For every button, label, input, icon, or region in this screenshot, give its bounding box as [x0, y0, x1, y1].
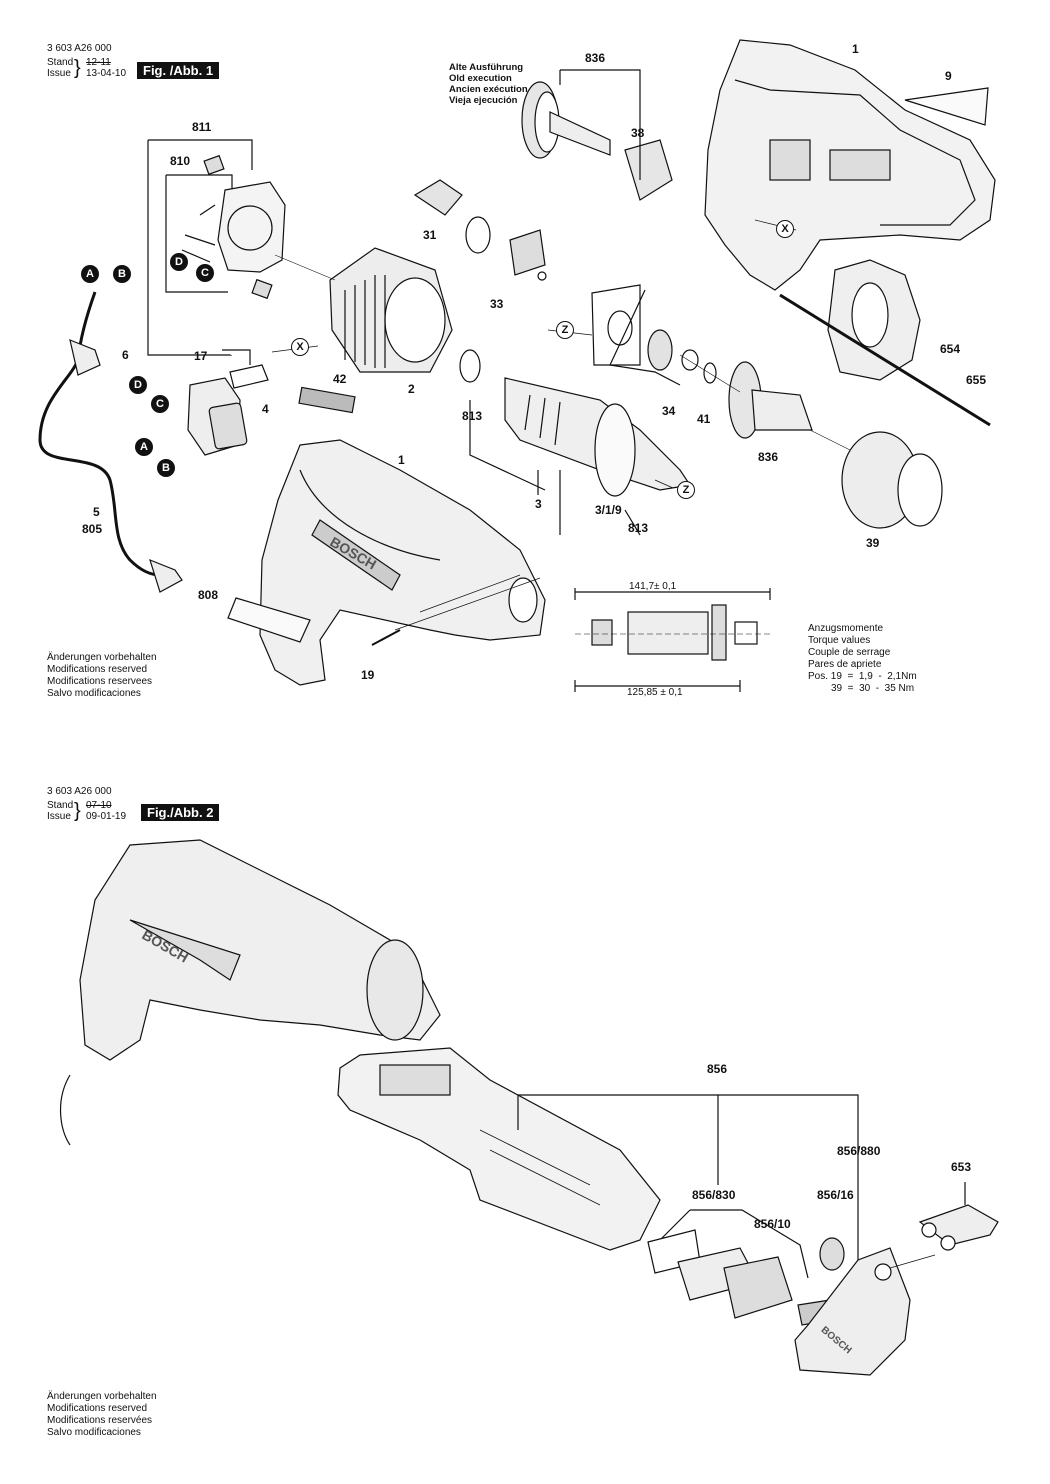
- part-label: 655: [966, 373, 987, 387]
- gear-836-mid-drawing: [728, 361, 813, 439]
- dust-extraction-drawing: [337, 1047, 661, 1251]
- part-label: 2: [408, 382, 415, 396]
- part-label: 4: [262, 402, 269, 416]
- dimension-top: 141,7± 0,1: [629, 581, 677, 592]
- brush-holder-drawing: [181, 154, 286, 300]
- wire-marker-c: C: [196, 264, 214, 282]
- ref-marker-z: Z: [677, 481, 695, 499]
- old-execution-es: Vieja ejecución: [449, 95, 518, 106]
- drill-fig2-drawing: [59, 839, 441, 1146]
- torque-en: Torque values: [808, 635, 871, 646]
- fig2-doc-number: 3 603 A26 000: [47, 786, 112, 797]
- reserved-es: Salvo modificaciones: [47, 688, 141, 699]
- fig1-label: Fig. /Abb. 1: [137, 62, 220, 79]
- part-label: 34: [662, 404, 676, 418]
- part-label: 856/830: [692, 1188, 736, 1202]
- fig1-reserved-note: Änderungen vorbehalten Modifications res…: [47, 652, 157, 700]
- fig1-stand-label: Stand: [47, 57, 74, 68]
- stator-drawing: [329, 247, 453, 373]
- fig1-doc-number: 3 603 A26 000: [47, 43, 112, 54]
- fig1-brace: }: [74, 57, 81, 79]
- torque-es: Pares de apriete: [808, 659, 882, 670]
- part-label: 6: [122, 348, 129, 362]
- fig2-issue-label: Issue: [47, 811, 71, 822]
- wire-marker-c: C: [151, 395, 169, 413]
- fig2-stand-label: Stand: [47, 800, 74, 811]
- reserved-fr: Modifications reservees: [47, 676, 153, 687]
- part-label: 31: [423, 228, 437, 242]
- reserved-en: Modifications reserved: [47, 1403, 148, 1414]
- ref-marker-z: Z: [556, 321, 574, 339]
- fig2-old-date: 07-10: [86, 800, 112, 811]
- old-execution-en: Old execution: [449, 73, 512, 84]
- wire-marker-b: B: [113, 265, 131, 283]
- part-label: 805: [82, 522, 103, 536]
- part-label: 808: [198, 588, 219, 602]
- part-label: 856/880: [837, 1144, 881, 1158]
- part-label: 653: [951, 1160, 972, 1174]
- gear-836-top-drawing: [521, 81, 673, 201]
- part-label: 813: [628, 521, 649, 535]
- part-label: 836: [585, 51, 606, 65]
- fig2-new-date: 09-01-19: [86, 811, 127, 822]
- part-label: 836: [758, 450, 779, 464]
- part-label: 41: [697, 412, 711, 426]
- fig2-label: Fig./Abb. 2: [141, 804, 220, 821]
- ref-marker-x: X: [291, 338, 309, 356]
- wire-marker-a: A: [81, 265, 99, 283]
- reserved-en: Modifications reserved: [47, 664, 148, 675]
- wire-marker-b: B: [157, 459, 175, 477]
- torque-fr: Couple de serrage: [808, 647, 891, 658]
- part-label: 39: [866, 536, 880, 550]
- dimension-bottom: 125,85 ± 0,1: [627, 687, 683, 698]
- torque-row-39: 39 = 30 - 35 Nm: [831, 683, 915, 694]
- drill-body-drawing: [259, 439, 546, 686]
- part-label: 17: [194, 349, 208, 363]
- torque-values: Anzugsmomente Torque values Couple de se…: [808, 623, 917, 695]
- reserved-de: Änderungen vorbehalten: [47, 1391, 157, 1402]
- fig1-issue-label: Issue: [47, 68, 71, 79]
- reserved-de: Änderungen vorbehalten: [47, 652, 157, 663]
- part-label: 3/1/9: [595, 503, 622, 517]
- reserved-es: Salvo modificaciones: [47, 1427, 141, 1438]
- old-execution-note: Alte Ausführung Old execution Ancien exé…: [449, 62, 528, 106]
- dimension-drawing: [574, 588, 771, 692]
- part-label: 5: [93, 505, 100, 519]
- fig1-old-date: 12-11: [86, 57, 111, 68]
- part-label: 42: [333, 372, 347, 386]
- part-label: 38: [631, 126, 645, 140]
- fig2-brace: }: [74, 800, 81, 822]
- part-label: 3: [535, 497, 542, 511]
- part-label: 810: [170, 154, 191, 168]
- part-label: 856/16: [817, 1188, 854, 1202]
- wire-marker-a: A: [135, 438, 153, 456]
- torque-row-19: Pos. 19 = 1,9 - 2,1Nm: [808, 671, 917, 682]
- part-label: 654: [940, 342, 961, 356]
- reserved-fr: Modifications reservées: [47, 1415, 153, 1426]
- wire-marker-d: D: [129, 376, 147, 394]
- old-execution-fr: Ancien exécution: [449, 84, 528, 95]
- old-execution-de: Alte Ausführung: [449, 62, 524, 73]
- ref-marker-x: X: [776, 220, 794, 238]
- part-label: 856/10: [754, 1217, 791, 1231]
- armature-drawing: [459, 349, 692, 497]
- chuck-drawing: [841, 431, 943, 529]
- part-label: 813: [462, 409, 483, 423]
- part-label: 9: [945, 69, 952, 83]
- part-label: 856: [707, 1062, 728, 1076]
- part-label: 19: [361, 668, 375, 682]
- fig1-new-date: 13-04-10: [86, 68, 127, 79]
- part-label: 1: [398, 453, 405, 467]
- torque-de: Anzugsmomente: [808, 623, 884, 634]
- part-label: 33: [490, 297, 504, 311]
- fig2-reserved-note: Änderungen vorbehalten Modifications res…: [47, 1391, 157, 1439]
- part-label: 1: [852, 42, 859, 56]
- part-label: 811: [192, 120, 212, 134]
- wire-marker-d: D: [170, 253, 188, 271]
